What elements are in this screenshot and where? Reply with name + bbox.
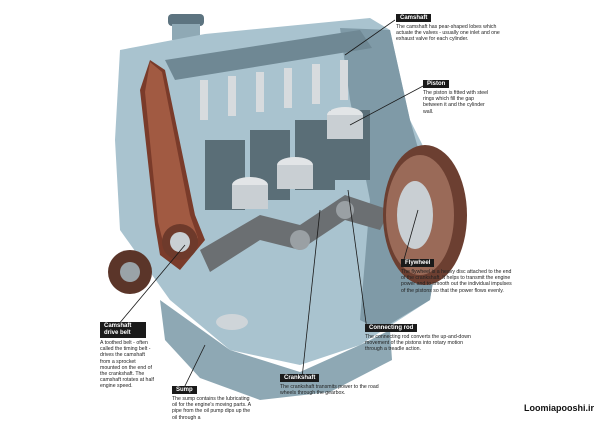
desc-sump: The sump contains the lubricating oil fo… <box>172 396 251 421</box>
watermark: BITRUN.ir <box>2 318 89 335</box>
desc-flywheel: The flywheel is a heavy disc attached to… <box>401 269 512 294</box>
desc-camshaft: The camshaft has pear-shaped lobes which… <box>396 24 500 43</box>
label-flywheel: Flywheel <box>401 259 435 267</box>
desc-camshaft-drive-belt: A toothed belt - often called the timing… <box>100 340 154 390</box>
leader-lines <box>117 19 426 393</box>
label-connecting-rod: Connecting rod <box>365 324 418 332</box>
pistons <box>205 107 370 210</box>
oil-filler-cap <box>168 14 204 40</box>
brand-logo-text: Loomiapooshi.ir <box>523 403 594 413</box>
desc-crankshaft: The crankshaft transmits power to the ro… <box>280 384 379 397</box>
crank-pulley <box>108 224 198 294</box>
desc-connecting-rod: The connecting rod converts the up-and-d… <box>365 334 471 353</box>
label-camshaft-drive-belt: Camshaft drive belt <box>100 322 146 338</box>
valve-train <box>200 60 348 120</box>
label-piston: Piston <box>423 80 450 88</box>
label-camshaft: Camshaft <box>396 14 432 22</box>
label-crankshaft: Crankshaft <box>280 374 320 382</box>
flywheel <box>383 145 467 285</box>
desc-piston: The piston is fitted with steel rings wh… <box>423 90 489 115</box>
crankshaft <box>200 195 390 272</box>
timing-belt <box>140 60 205 270</box>
sump <box>160 300 392 400</box>
label-sump: Sump <box>172 386 197 394</box>
